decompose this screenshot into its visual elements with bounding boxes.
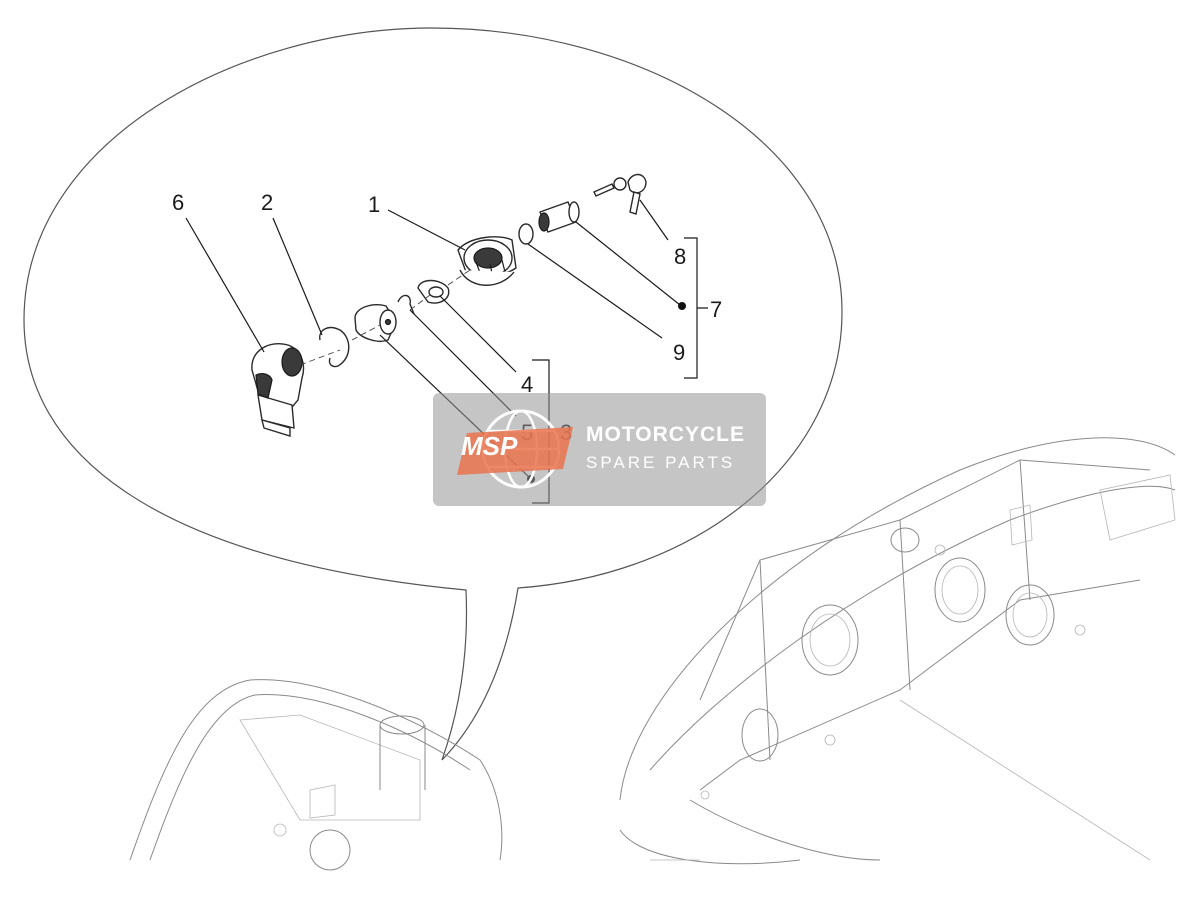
part-6-ignition-switch xyxy=(251,343,305,437)
bracket-7 xyxy=(684,237,708,379)
callout-8: 8 xyxy=(674,244,686,269)
globe-icon xyxy=(457,409,573,489)
leader-7 xyxy=(575,221,681,306)
part-8-keys xyxy=(593,173,647,215)
scooter-underseat-compartment xyxy=(619,437,1176,865)
leader-9 xyxy=(527,243,663,339)
part-7-lock-cylinder xyxy=(538,201,580,233)
callout-6: 6 xyxy=(172,190,184,215)
watermark-subtitle: SPARE PARTS xyxy=(586,453,736,472)
part-3-lock-cam xyxy=(354,304,397,342)
part-1-lock-housing xyxy=(457,236,517,286)
callout-9: 9 xyxy=(673,340,685,365)
watermark-title: MOTORCYCLE xyxy=(586,423,745,446)
callout-7: 7 xyxy=(710,297,722,322)
leader-4 xyxy=(439,295,517,373)
part-2-spring-clip xyxy=(319,326,350,368)
part-9-o-ring xyxy=(518,223,534,245)
logo-badge xyxy=(457,427,573,475)
leader-1 xyxy=(387,209,466,251)
part-5-pin xyxy=(397,294,415,315)
watermark-logo-text: MSP xyxy=(461,431,518,461)
callout-1: 1 xyxy=(368,192,380,217)
detail-bubble xyxy=(23,27,843,761)
leader-2 xyxy=(272,217,323,336)
assembly-axis xyxy=(299,269,471,366)
callout-4: 4 xyxy=(521,372,533,397)
ref-dot-7 xyxy=(678,302,686,310)
watermark: MSP MOTORCYCLE SPARE PARTS xyxy=(433,393,766,506)
leader-8 xyxy=(639,199,669,241)
leader-6 xyxy=(185,217,265,353)
callout-2: 2 xyxy=(261,190,273,215)
scooter-body-left xyxy=(129,679,503,871)
